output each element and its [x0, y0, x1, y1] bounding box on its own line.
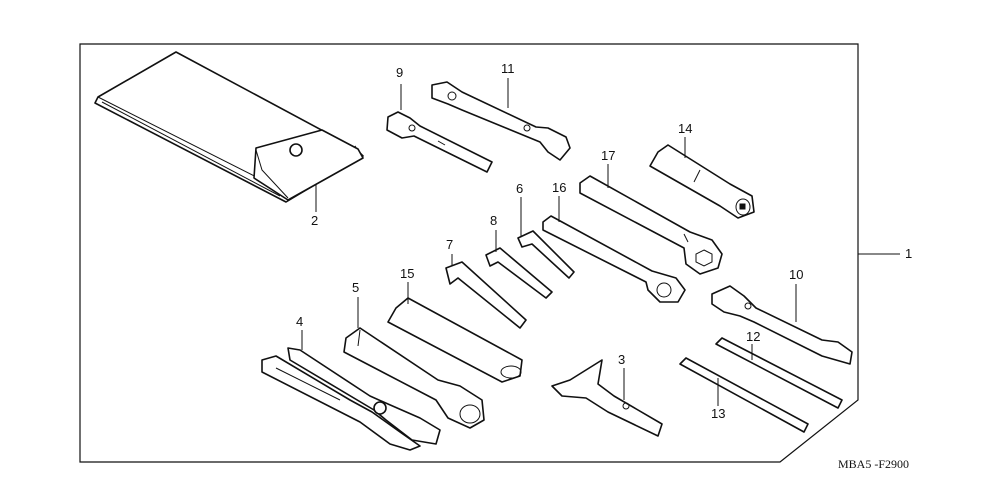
label-8: 8: [490, 213, 497, 228]
diagram-code: MBA5 -F2900: [838, 457, 909, 471]
label-1: 1: [905, 246, 912, 261]
screwdriver-12: [715, 337, 843, 409]
hex-key-7: [445, 261, 527, 329]
label-16: 16: [552, 180, 566, 195]
assembly-frame: [79, 43, 859, 463]
ring-spanner-16: [542, 215, 686, 303]
screwdriver-13: [679, 357, 809, 433]
label-15: 15: [400, 266, 414, 281]
wrench-10: [711, 285, 853, 365]
label-3: 3: [618, 352, 625, 367]
pliers-4: [261, 347, 441, 451]
label-9: 9: [396, 65, 403, 80]
label-7: 7: [446, 237, 453, 252]
wrench-11: [431, 81, 571, 161]
label-2: 2: [311, 213, 318, 228]
label-12: 12: [746, 329, 760, 344]
label-10: 10: [789, 267, 803, 282]
plug-wrench-5: [343, 327, 485, 429]
ring-spanner-17: [579, 175, 723, 275]
label-17: 17: [601, 148, 615, 163]
socket-14: [649, 144, 755, 219]
label-14: 14: [678, 121, 692, 136]
hex-key-6: [517, 230, 575, 279]
pin-spanner-3: [551, 359, 663, 437]
label-5: 5: [352, 280, 359, 295]
hex-key-8: [485, 247, 553, 299]
wrench-9: [386, 111, 493, 173]
label-6: 6: [516, 181, 523, 196]
tool-bag: [94, 51, 364, 203]
label-4: 4: [296, 314, 303, 329]
label-13: 13: [711, 406, 725, 421]
label-11: 11: [501, 61, 515, 76]
